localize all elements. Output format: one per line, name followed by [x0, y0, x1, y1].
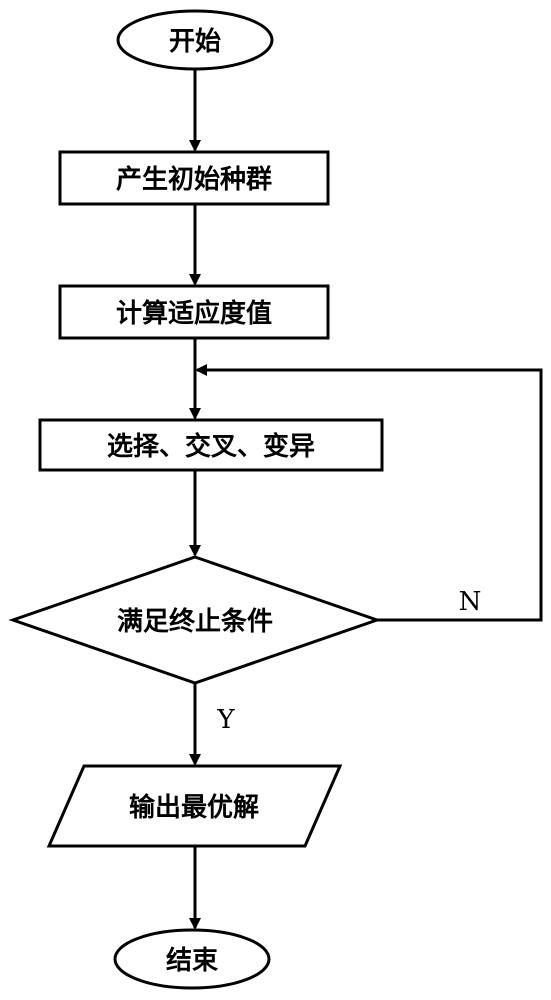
no-label: N [459, 587, 482, 617]
genetic-ops-node: 选择、交叉、变异 [38, 418, 384, 472]
output-best-label: 输出最优解 [129, 792, 259, 823]
compute-fitness-label: 计算适应度值 [116, 298, 272, 329]
compute-fitness-node: 计算适应度值 [58, 284, 330, 340]
start-node: 开始 [116, 9, 274, 71]
genetic-ops-label: 选择、交叉、变异 [107, 431, 315, 462]
init-population-label: 产生初始种群 [116, 165, 272, 195]
termination-decision-node: 满足终止条件 [8, 555, 382, 685]
yes-label: Y [216, 705, 235, 735]
edge-decision-no-loop [195, 364, 543, 622]
init-population-node: 产生初始种群 [58, 150, 330, 206]
end-label: 结束 [166, 945, 219, 976]
termination-check-label: 满足终止条件 [117, 606, 273, 637]
start-label: 开始 [169, 27, 221, 57]
end-node: 结束 [113, 928, 271, 990]
output-best-node: 输出最优解 [46, 764, 343, 848]
